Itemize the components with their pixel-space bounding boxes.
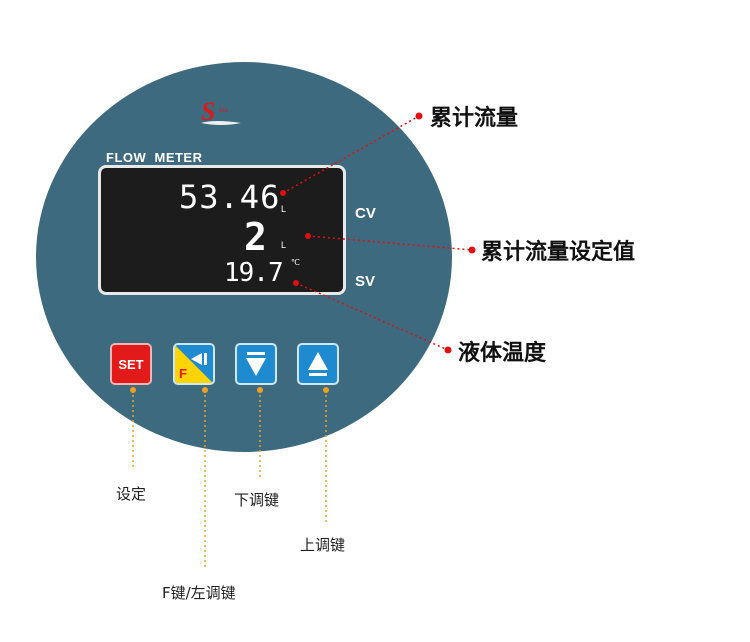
set-button[interactable]: SET <box>110 343 152 385</box>
temperature-readout: 19.7 <box>224 258 284 288</box>
caption-f-left: F键/左调键 <box>162 584 236 602</box>
caption-down: 下调键 <box>234 491 280 509</box>
svg-text:F: F <box>179 366 187 381</box>
up-button[interactable] <box>297 343 339 385</box>
setpoint-unit: L <box>281 240 287 250</box>
triangle-down-icon <box>246 352 266 376</box>
set-button-label: SET <box>118 356 144 372</box>
caption-set: 设定 <box>116 485 147 503</box>
callout-cumulative-flow-setpoint: 累计流量设定值 <box>481 240 636 265</box>
svg-text:inu: inu <box>219 106 228 114</box>
temperature-pointer <box>293 280 299 286</box>
callout-cumulative-flow: 累计流量 <box>430 106 519 131</box>
setpoint-readout: 2 <box>244 215 267 259</box>
down-button[interactable] <box>235 343 277 385</box>
model-label: FLOW METER <box>106 150 203 165</box>
sv-label: SV <box>355 273 376 290</box>
cumulative-flow-pointer <box>280 190 286 196</box>
caption-up: 上调键 <box>300 536 346 554</box>
brand-logo-letter: S <box>201 97 215 126</box>
triangle-up-icon <box>308 352 328 376</box>
callout-liquid-temperature: 液体温度 <box>458 341 547 366</box>
temperature-unit: ℃ <box>291 258 300 267</box>
f-left-button[interactable]: F <box>173 343 215 385</box>
cumulative-flow-unit: L <box>281 204 287 214</box>
f-left-icon: F <box>175 345 213 383</box>
cv-label: CV <box>355 205 376 222</box>
brand-logo: S inu <box>201 97 241 126</box>
lcd-display: 53.46 L 2 L 19.7 ℃ <box>98 165 346 295</box>
cumulative-flow-readout: 53.46 <box>179 178 281 216</box>
setpoint-pointer <box>305 233 311 239</box>
